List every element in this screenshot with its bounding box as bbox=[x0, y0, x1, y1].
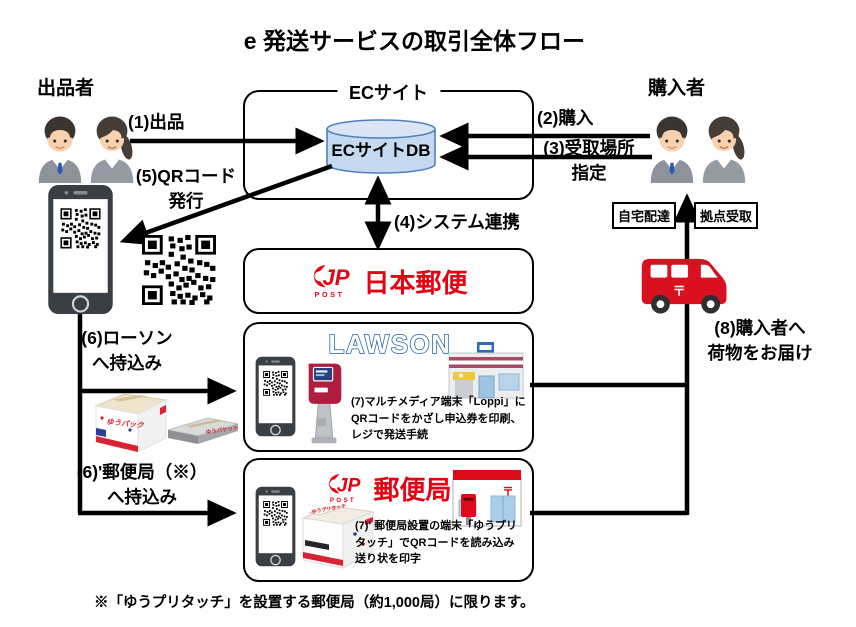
lawson-box: LAWSON (7)マルチメディア端末「Loppi」に bbox=[243, 322, 534, 452]
post-office-note: (7)' 郵便局設置の端末「ゆうプリ タッチ」でQRコードを読み込み 送り状を印… bbox=[355, 520, 517, 565]
buyer-people-icon bbox=[645, 102, 751, 183]
flow-6-label: (6)ローソン へ持込み bbox=[81, 328, 173, 374]
lawson-phone-icon bbox=[255, 356, 296, 437]
ec-site-db-cylinder: ECサイトDB bbox=[326, 119, 436, 174]
parcels-icon: ゆうパック ゆうパケット bbox=[94, 393, 239, 453]
japan-post-row: JP POST 日本郵便 bbox=[245, 258, 532, 304]
page-title: e 発送サービスの取引全体フロー bbox=[243, 28, 585, 54]
post-office-building-icon: 〒 bbox=[452, 470, 522, 527]
post-phone-icon bbox=[255, 486, 296, 567]
seller-label: 出品者 bbox=[37, 78, 95, 99]
lawson-note: (7)マルチメディア端末「Loppi」に QRコードをかざし申込券を印刷、 レジ… bbox=[351, 396, 526, 441]
jp-logo-post-text-small: POST bbox=[330, 497, 356, 504]
jp-post-logo-icon-small: JP POST bbox=[329, 474, 361, 504]
lawson-logo-text: LAWSON bbox=[328, 329, 451, 359]
flow-2-label: (2)購入 bbox=[537, 108, 594, 128]
delivery-van-icon: 〒 bbox=[641, 258, 727, 314]
home-delivery-badge: 自宅配達 bbox=[612, 202, 677, 229]
pickup-point-badge: 拠点受取 bbox=[694, 202, 759, 229]
loppi-kiosk-icon bbox=[308, 363, 342, 444]
van-postal-mark: 〒 bbox=[673, 283, 686, 298]
seller-phone-icon bbox=[47, 184, 114, 315]
japan-post-name: 日本郵便 bbox=[363, 267, 468, 298]
flow-8-label: (8)購入者へ 荷物をお届け bbox=[707, 318, 813, 364]
buyer-label: 購入者 bbox=[648, 78, 706, 99]
flow-5-label: (5)QRコード 発行 bbox=[135, 166, 237, 212]
ec-site-db-label: ECサイトDB bbox=[331, 141, 430, 160]
flow-6d-label: (6)'郵便局（※） へ持込み bbox=[76, 462, 208, 508]
lawson-store-icon bbox=[448, 342, 524, 399]
post-office-name: 郵便局 bbox=[373, 474, 452, 505]
ec-site-label: ECサイト bbox=[336, 79, 441, 105]
post-office-heading: JP POST 郵便局 bbox=[245, 466, 532, 510]
flow-3-label: (3)受取場所 指定 bbox=[543, 138, 635, 184]
japan-post-box: JP POST 日本郵便 bbox=[243, 248, 534, 314]
flow-4-label: (4)システム連携 bbox=[394, 212, 520, 232]
post-office-box: JP POST 郵便局 ゆうプリタッチ 〒 bbox=[243, 458, 534, 582]
svg-text:ゆうパック: ゆうパック bbox=[106, 417, 145, 430]
flow-1-label: (1)出品 bbox=[128, 112, 185, 132]
footnote: ※「ゆうプリタッチ」を設置する郵便局（約1,000局）に限ります。 bbox=[94, 595, 535, 611]
building-postal-mark: 〒 bbox=[503, 485, 514, 498]
yuu-pri-touch-icon: ゆうプリタッチ bbox=[301, 503, 375, 569]
lawson-logo: LAWSON bbox=[328, 328, 451, 360]
jp-logo-text-small: JP bbox=[337, 475, 361, 496]
jp-post-logo-icon: JP POST bbox=[314, 265, 350, 299]
jp-logo-text: JP bbox=[323, 265, 350, 290]
qr-code-icon bbox=[142, 235, 216, 305]
jp-logo-post-text: POST bbox=[315, 291, 345, 299]
